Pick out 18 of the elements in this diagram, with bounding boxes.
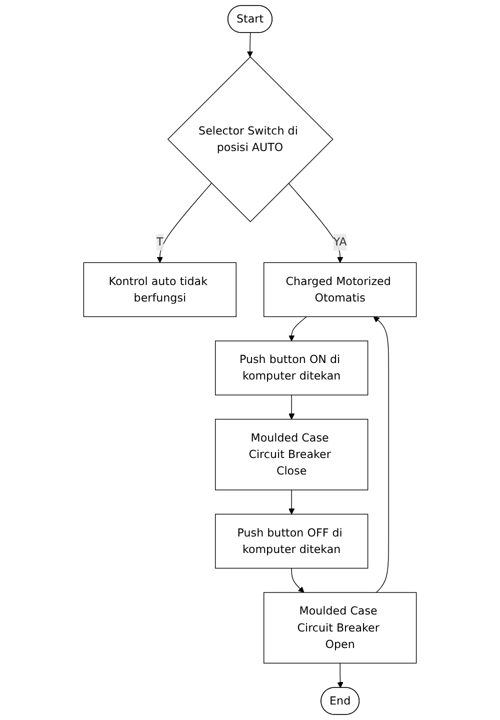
node-box: Push button OFF di komputer ditekan [215, 514, 368, 569]
arrow [288, 182, 344, 263]
arrow [291, 568, 304, 593]
node-box: Moulded Case Circuit Breaker Open [264, 592, 417, 664]
arrow [288, 316, 307, 342]
arrow [288, 394, 295, 420]
node-box: Push button ON di komputer ditekan [215, 340, 368, 396]
arrow [337, 662, 344, 688]
node-diamond: Selector Switch di posisi AUTO [167, 56, 334, 222]
arrow [373, 316, 389, 593]
node-box: Moulded Case Circuit Breaker Close [215, 418, 368, 490]
node-box: Charged Motorized Otomatis [264, 262, 417, 318]
arrow [288, 490, 295, 514]
edge-label: YA [333, 235, 347, 248]
node-box: Kontrol auto tidak berfungsi [83, 262, 236, 318]
arrow [246, 32, 254, 58]
edge-label: T [156, 235, 164, 248]
arrow [156, 182, 212, 263]
